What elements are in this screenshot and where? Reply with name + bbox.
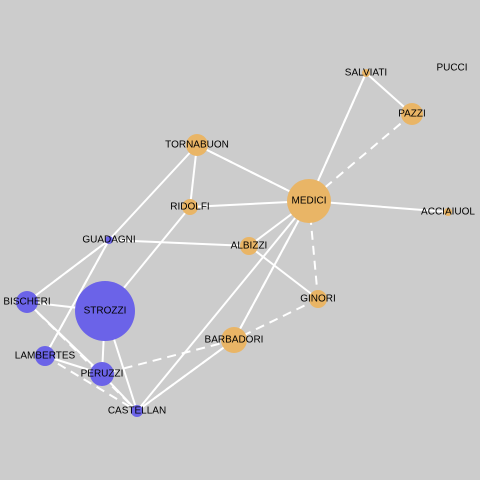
edge-medici-acciaiuol [308,200,449,213]
edge-barbadori-castellan [136,339,235,412]
node-label-pazzi: PAZZI [398,109,426,120]
node-ridolfi[interactable] [182,199,198,215]
node-ginori[interactable] [309,290,327,308]
edge-albizzi-ginori [248,245,319,300]
node-medici[interactable] [287,179,331,223]
node-lambertes[interactable] [35,346,55,366]
edge-bischeri-castellan [26,301,138,412]
node-label-lambertes: LAMBERTES [15,351,76,362]
node-bischeri[interactable] [16,291,38,313]
node-label-castellan: CASTELLAN [108,406,166,417]
edge-ginori-barbadori [233,298,319,341]
edge-tornabuon-medici [196,144,310,202]
node-strozzi[interactable] [75,281,135,341]
edge-tornabuon-guadagni [108,144,198,241]
label-layer: SALVIATI PUCCI PAZZI TORNABUON MEDICI RIDOLFI… [3,63,475,417]
node-barbadori[interactable] [221,327,247,353]
edge-guadagni-albizzi [108,239,250,247]
node-castellan[interactable] [131,405,143,417]
edge-pazzi-medici [308,113,413,202]
node-label-albizzi: ALBIZZI [231,241,268,252]
edge-salviati-medici [308,72,367,202]
node-pazzi[interactable] [401,103,423,125]
edge-layer [26,72,449,412]
edge-medici-castellan [136,200,310,412]
node-albizzi[interactable] [240,237,258,255]
edge-barbadori-peruzzi [101,339,235,375]
edge-lambertes-castellan [44,355,138,412]
node-tornabuon[interactable] [186,134,208,156]
node-label-tornabuon: TORNABUON [165,140,229,151]
node-label-medici: MEDICI [292,196,327,207]
node-layer [16,69,452,417]
node-guadagni[interactable] [105,236,113,244]
node-label-bischeri: BISCHERI [3,297,50,308]
node-label-salviati: SALVIATI [345,68,387,79]
node-label-ridolfi: RIDOLFI [170,202,209,213]
node-label-barbadori: BARBADORI [205,335,264,346]
node-label-ginori: GINORI [300,294,336,305]
node-salviati[interactable] [362,69,370,77]
edge-medici-barbadori [233,200,310,341]
edge-guadagni-bischeri [26,239,110,303]
node-label-strozzi: STROZZI [84,306,127,317]
edge-guadagni-lambertes [44,239,110,357]
node-label-peruzzi: PERUZZI [81,369,124,380]
node-label-guadagni: GUADAGNI [82,235,135,246]
node-label-pucci: PUCCI [436,63,467,74]
node-label-acciaiuol: ACCIAIUOL [421,207,475,218]
node-peruzzi[interactable] [90,362,114,386]
node-acciaiuol[interactable] [444,208,452,216]
